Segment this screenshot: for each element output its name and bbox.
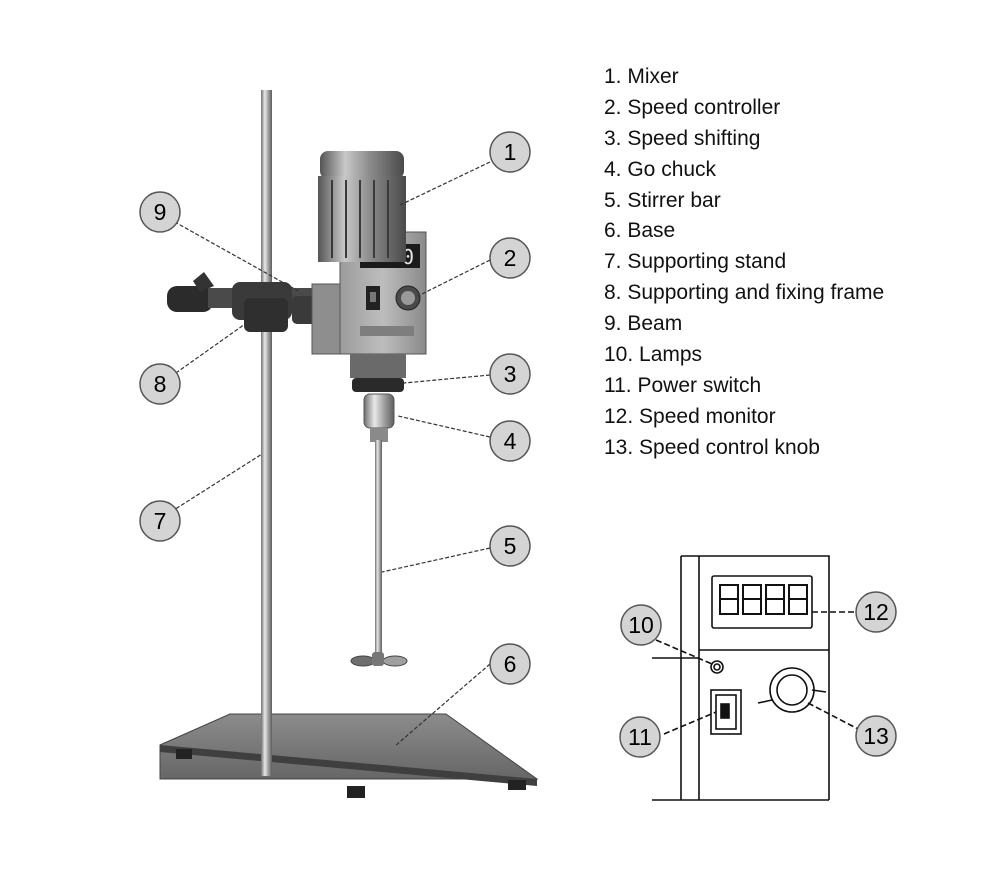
callout-12: 12 (855, 591, 897, 633)
svg-text:8: 8 (154, 371, 167, 397)
support-rod (261, 90, 272, 776)
svg-text:12: 12 (863, 599, 889, 625)
callout-8: 8 (139, 363, 181, 405)
legend-item: 4. Go chuck (604, 157, 717, 181)
svg-text:5: 5 (504, 533, 517, 559)
fixing-clamp (167, 272, 324, 332)
callout-13: 13 (855, 715, 897, 757)
legend-item: 12. Speed monitor (604, 404, 776, 428)
callout-2: 2 (489, 237, 531, 279)
panel-leader-lines (655, 611, 861, 735)
propeller (350, 652, 408, 667)
svg-text:4: 4 (504, 428, 517, 454)
callout-10: 10 (620, 604, 662, 646)
svg-text:1: 1 (504, 139, 517, 165)
chuck (350, 354, 406, 442)
svg-text:10: 10 (628, 612, 654, 638)
callout-11: 11 (619, 716, 661, 758)
speed-monitor-display (711, 575, 813, 629)
callout-6: 6 (489, 643, 531, 685)
legend-item: 5. Stirrer bar (604, 188, 721, 212)
legend-item: 10. Lamps (604, 343, 703, 367)
lamp-indicator (710, 660, 724, 674)
callout-4: 4 (489, 420, 531, 462)
legend-item: 6. Base (604, 219, 676, 243)
legend-item: 11. Power switch (604, 373, 762, 397)
callout-1: 1 (489, 131, 531, 173)
base-plate (159, 713, 539, 798)
svg-text:11: 11 (628, 724, 652, 750)
legend-item: 2. Speed controller (604, 95, 781, 119)
svg-text:3: 3 (504, 361, 517, 387)
svg-text:7: 7 (154, 508, 167, 534)
legend-item: 3. Speed shifting (604, 126, 761, 150)
control-panel-detail (652, 555, 830, 801)
legend-item: 7. Supporting stand (604, 250, 787, 274)
motor (318, 151, 406, 262)
panel-callouts: 10 11 12 13 (619, 591, 897, 758)
callout-9: 9 (139, 191, 181, 233)
parts-legend: 1. Mixer 2. Speed controller 3. Speed sh… (604, 62, 884, 464)
power-switch (710, 689, 742, 735)
svg-text:2: 2 (504, 245, 517, 271)
stirrer-bar (375, 440, 382, 654)
seven-segment-digits (719, 584, 808, 615)
legend-item: 13. Speed control knob (604, 435, 820, 459)
callout-7: 7 (139, 500, 181, 542)
speed-control-knob (757, 667, 827, 713)
svg-text:13: 13 (863, 723, 889, 749)
callout-3: 3 (489, 353, 531, 395)
legend-item: 1. Mixer (604, 65, 679, 88)
svg-text:9: 9 (154, 199, 167, 225)
callouts: 1 2 3 4 5 6 7 8 (139, 131, 531, 685)
legend-item: 9. Beam (604, 312, 683, 336)
callout-5: 5 (489, 525, 531, 567)
stirrer-illustration: 0 (159, 90, 539, 798)
svg-text:6: 6 (504, 651, 517, 677)
leader-lines (163, 161, 491, 747)
legend-item: 8. Supporting and fixing frame (604, 281, 885, 305)
